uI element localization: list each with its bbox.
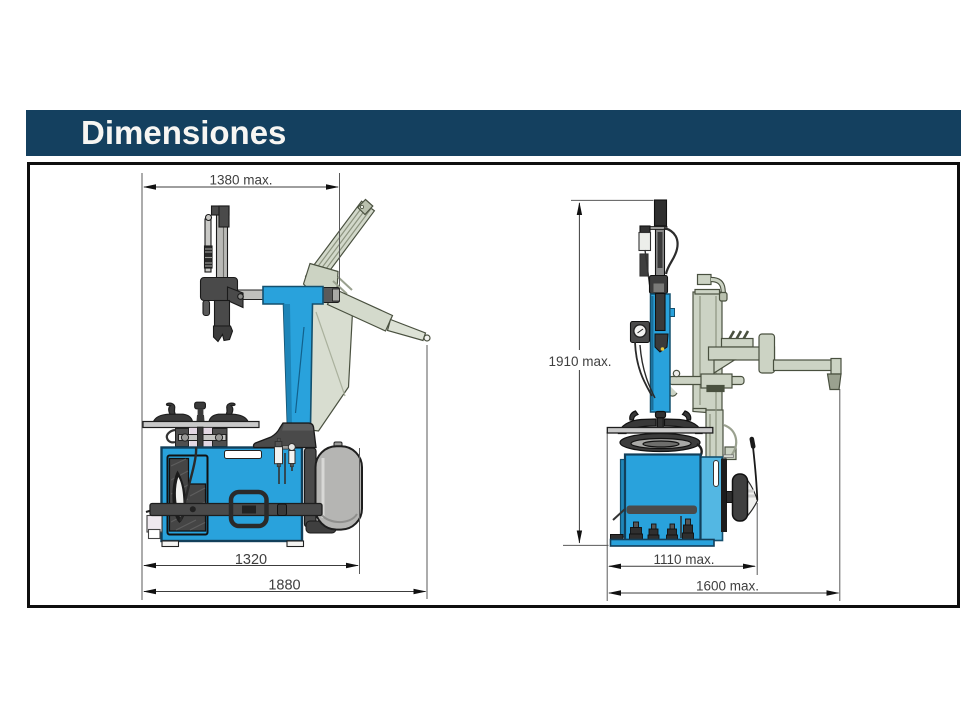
svg-text:1110 max.: 1110 max.	[653, 552, 714, 567]
svg-text:1380 max.: 1380 max.	[209, 173, 272, 188]
svg-text:1910 max.: 1910 max.	[548, 354, 611, 369]
svg-text:1600 max.: 1600 max.	[696, 579, 759, 594]
svg-text:1880: 1880	[268, 578, 300, 594]
svg-text:1320: 1320	[235, 552, 267, 568]
